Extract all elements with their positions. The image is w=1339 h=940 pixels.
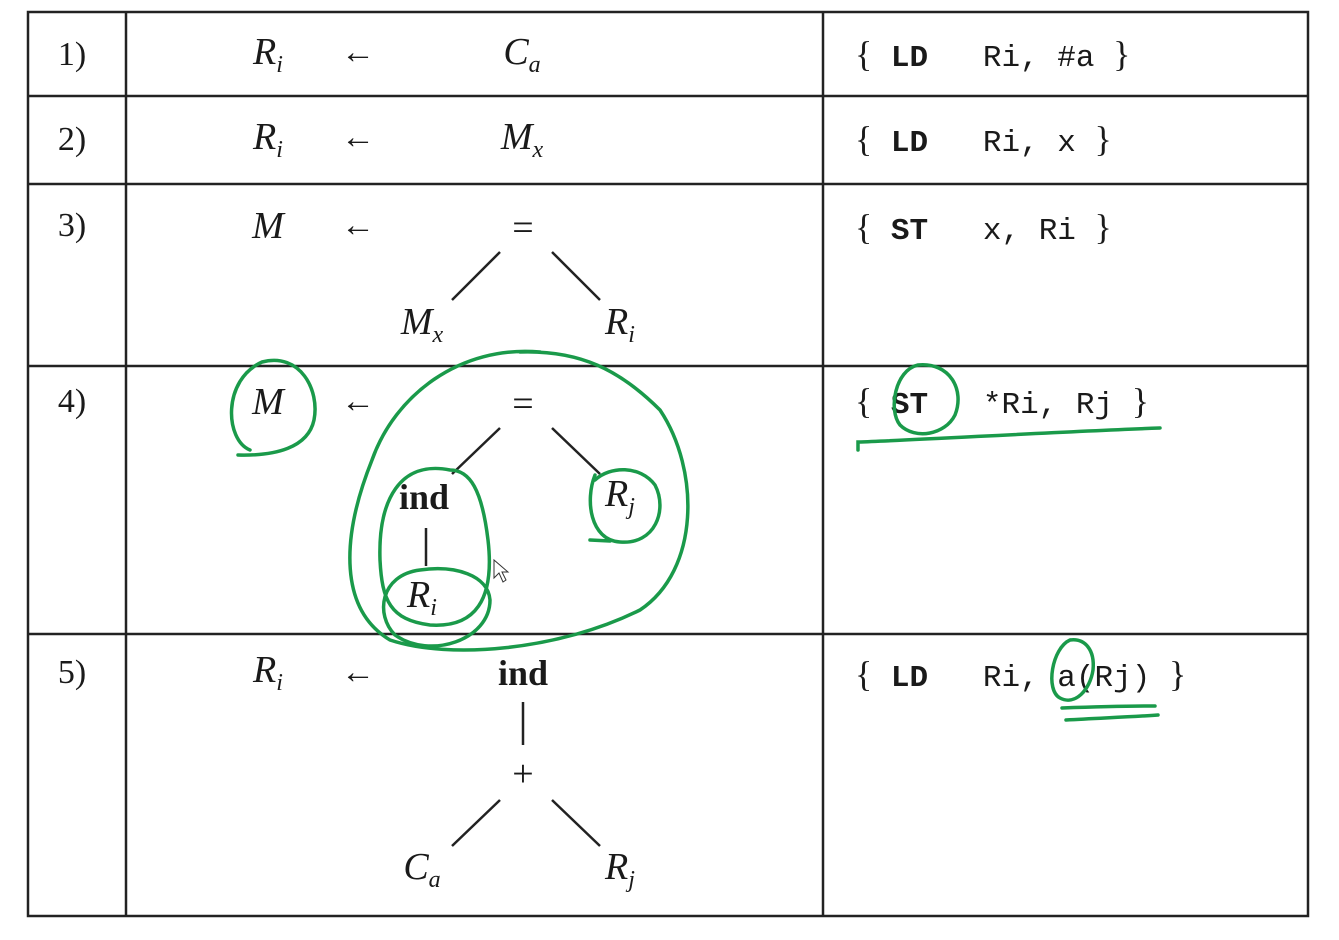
- node-subscript: x: [532, 137, 544, 163]
- opcode: LD: [890, 661, 929, 696]
- node-head: M: [500, 116, 533, 158]
- tree-node: Mx: [401, 303, 443, 347]
- rule-lhs: Ri: [253, 118, 283, 162]
- node-head: R: [407, 574, 431, 616]
- node-head: R: [605, 301, 629, 343]
- operands: Ri, a(Rj): [982, 661, 1151, 696]
- rewrite-arrow: ←: [341, 34, 375, 71]
- rule-lhs: M: [252, 381, 284, 423]
- close-brace: }: [1113, 34, 1131, 74]
- open-brace: {: [855, 119, 873, 159]
- lhs-subscript: i: [276, 137, 283, 163]
- node-head: M: [400, 301, 433, 343]
- node-subscript: a: [428, 867, 441, 893]
- opcode: LD: [890, 126, 929, 161]
- rule-number: 5): [57, 654, 87, 691]
- operands: *Ri, Rj: [982, 388, 1114, 423]
- opcode: ST: [890, 388, 929, 423]
- rewrite-arrow: ←: [341, 654, 375, 691]
- node-subscript: i: [430, 595, 437, 621]
- rewrite-arrow: ←: [341, 119, 375, 156]
- close-brace: }: [1131, 381, 1150, 421]
- rule-lhs: Ri: [253, 651, 283, 695]
- node-head: R: [605, 473, 629, 515]
- open-brace: {: [855, 654, 873, 694]
- node-subscript: a: [528, 52, 541, 78]
- close-brace: }: [1094, 207, 1112, 247]
- close-brace: }: [1094, 119, 1112, 159]
- opcode: ST: [890, 214, 929, 249]
- tree-node: Rj: [605, 475, 635, 519]
- tree-node: Mx: [501, 118, 543, 162]
- tree-edge: [551, 427, 601, 475]
- rule-number: 1): [57, 36, 87, 73]
- opcode: LD: [890, 41, 929, 76]
- node-head: R: [605, 846, 629, 888]
- operands: Ri, x: [982, 126, 1076, 161]
- operands: x, Ri: [982, 214, 1076, 249]
- tree-node: Ri: [605, 303, 635, 347]
- tree-node-assign: =: [512, 383, 534, 425]
- tree-node: Rj: [605, 848, 635, 892]
- node-subscript: x: [432, 322, 444, 348]
- tree-node: Ca: [503, 33, 540, 77]
- instruction: { LD Ri, a(Rj) }: [855, 656, 1186, 694]
- open-brace: {: [855, 34, 873, 74]
- lhs-head: R: [253, 649, 277, 691]
- table-border: [26, 10, 1310, 918]
- operands: Ri, #a: [982, 41, 1095, 76]
- close-brace: }: [1168, 654, 1187, 694]
- tree-node-assign: =: [512, 207, 534, 249]
- tree-node: Ca: [403, 848, 440, 892]
- rule-number: 4): [57, 383, 87, 420]
- instruction: { LD Ri, #a }: [855, 36, 1130, 74]
- node-subscript: j: [628, 867, 635, 893]
- lhs-head: R: [253, 31, 277, 73]
- tree-node-ind: ind: [497, 653, 549, 693]
- tree-node-ind: ind: [398, 477, 450, 517]
- open-brace: {: [855, 207, 873, 247]
- lhs-subscript: i: [276, 670, 283, 696]
- tree-node: Ri: [407, 576, 437, 620]
- node-head: C: [403, 846, 429, 888]
- node-head: C: [503, 31, 529, 73]
- instruction: { ST *Ri, Rj }: [855, 383, 1149, 421]
- rewrite-arrow: ←: [341, 383, 375, 420]
- lhs-subscript: i: [276, 52, 283, 78]
- tree-edge: [451, 799, 501, 847]
- tree-edge: [551, 799, 601, 847]
- instruction: { LD Ri, x }: [855, 121, 1112, 159]
- rule-number: 3): [57, 207, 87, 244]
- rule-lhs: Ri: [253, 33, 283, 77]
- tree-edge: [551, 251, 601, 301]
- node-subscript: j: [628, 494, 635, 520]
- instruction: { ST x, Ri }: [855, 209, 1112, 247]
- node-subscript: i: [628, 322, 635, 348]
- tree-edge: [451, 427, 501, 475]
- rewrite-arrow: ←: [341, 207, 375, 244]
- lhs-head: R: [253, 116, 277, 158]
- open-brace: {: [855, 381, 873, 421]
- tree-node-plus: +: [512, 753, 534, 795]
- rule-number: 2): [57, 121, 87, 158]
- rule-lhs: M: [252, 205, 284, 247]
- tree-edge: [451, 251, 501, 301]
